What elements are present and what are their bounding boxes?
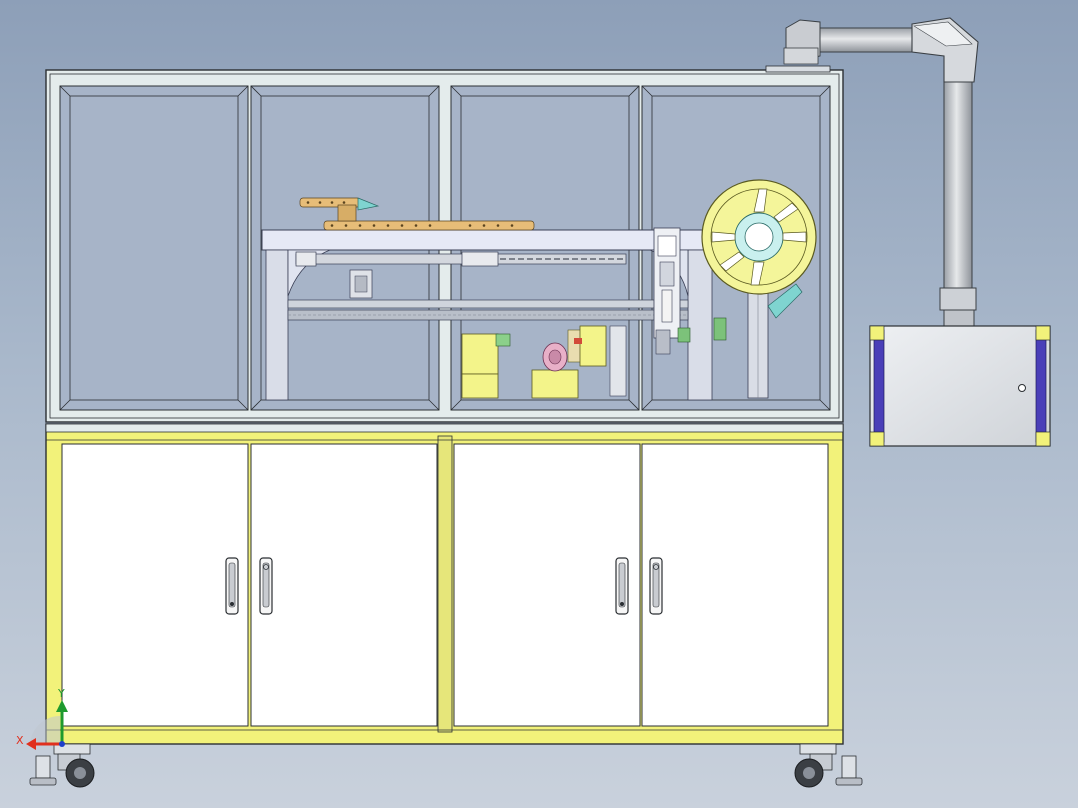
cabinet-doors [61, 443, 829, 727]
x-axis-label: X [16, 734, 24, 747]
caster-wheel-icon [794, 743, 863, 788]
cabinet-door-1[interactable] [61, 443, 249, 727]
tape-reel [701, 179, 817, 295]
y-axis-label: Y [57, 687, 65, 700]
coordinate-triad-icon: X Y [16, 687, 68, 750]
keyhole-icon [653, 564, 659, 570]
glass-panel-1 [59, 85, 249, 411]
internal-mechanism [261, 179, 817, 401]
door-handle-icon[interactable] [649, 557, 663, 615]
door-handle-icon[interactable] [259, 557, 273, 615]
keyhole-icon [263, 564, 269, 570]
control-box[interactable] [869, 325, 1051, 447]
cantilever-arm [783, 17, 979, 329]
base-frame [45, 423, 844, 745]
cabinet-door-4[interactable] [641, 443, 829, 727]
cabinet-door-2[interactable] [250, 443, 438, 727]
keyhole-icon [1018, 384, 1026, 392]
door-handle-icon[interactable] [615, 557, 629, 615]
caster-wheel-icon [29, 743, 95, 788]
cabinet-door-3[interactable] [453, 443, 641, 727]
door-handle-icon[interactable] [225, 557, 239, 615]
